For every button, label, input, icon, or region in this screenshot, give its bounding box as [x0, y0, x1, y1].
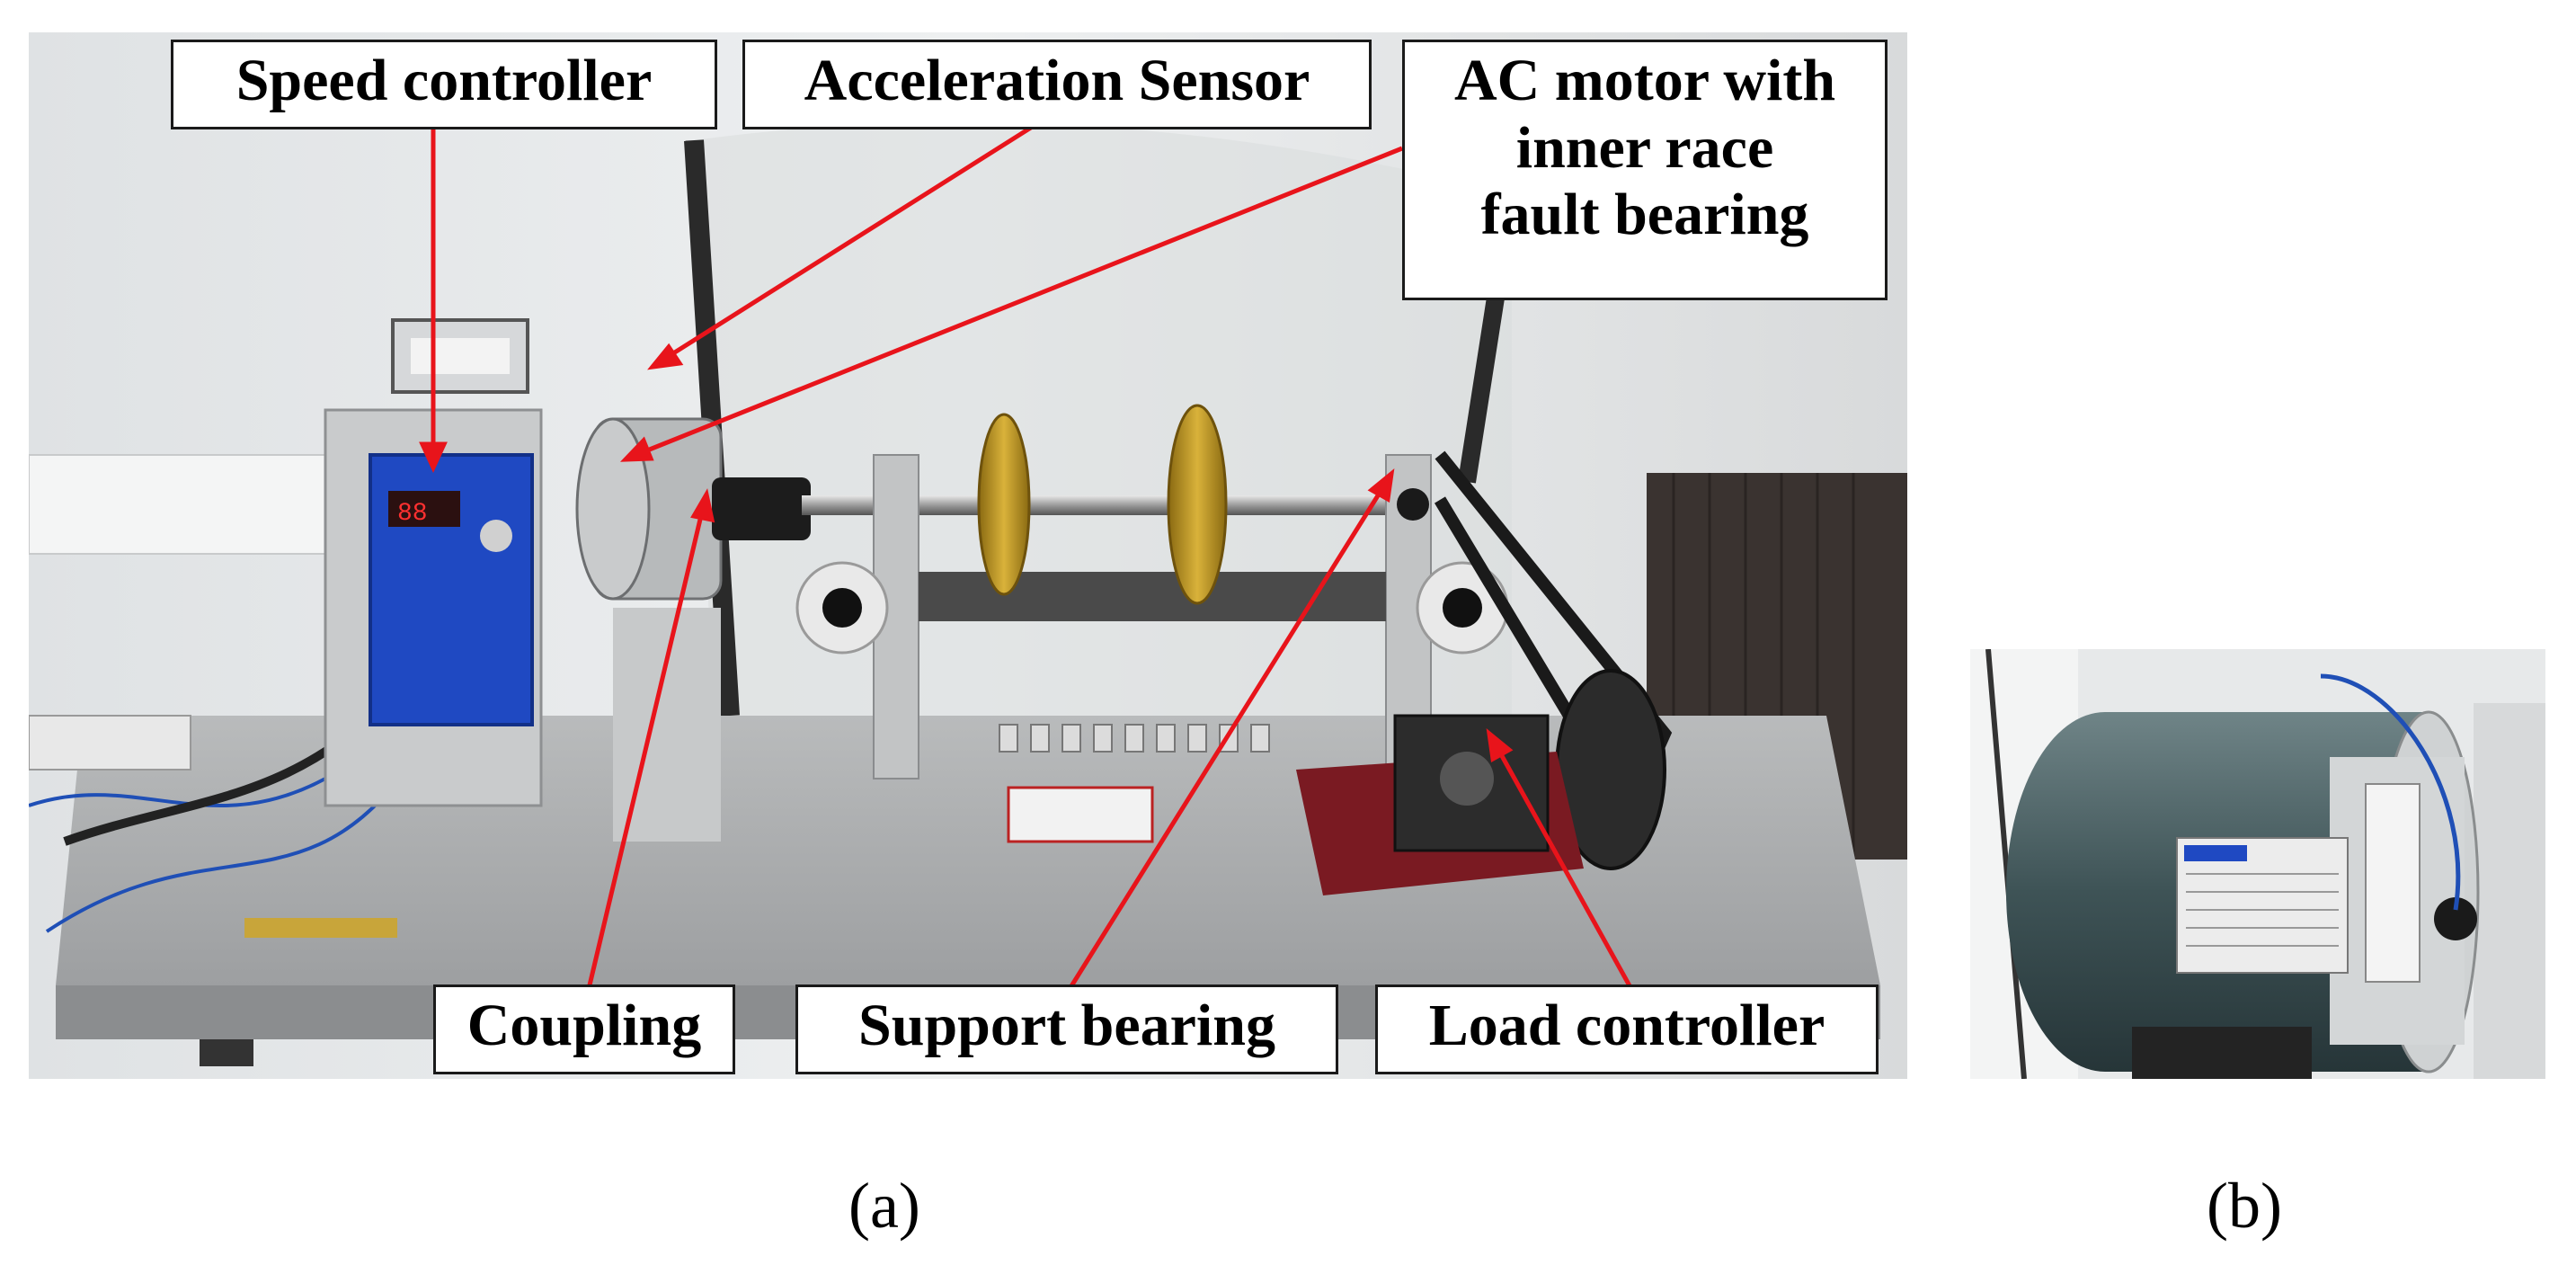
label-ac-motor-line3: fault bearing [1480, 182, 1809, 248]
label-ac-motor-line2: inner race [1515, 114, 1774, 181]
label-coupling: Coupling [433, 984, 735, 1074]
label-load-controller: Load controller [1375, 984, 1879, 1074]
ac-motor-closeup-illustration [1970, 649, 2545, 1079]
label-speed-controller: Speed controller [171, 40, 717, 129]
svg-text:88: 88 [397, 500, 428, 528]
panel-b-caption: (b) [2207, 1170, 2282, 1242]
label-acceleration-sensor: Acceleration Sensor [742, 40, 1372, 129]
panel-a-caption: (a) [848, 1170, 920, 1242]
label-support-bearing: Support bearing [795, 984, 1338, 1074]
panel-b-photo [1970, 649, 2545, 1079]
label-ac-motor-line1: AC motor with [1453, 48, 1836, 113]
label-ac-motor: AC motor with inner race fault bearing [1402, 40, 1888, 300]
